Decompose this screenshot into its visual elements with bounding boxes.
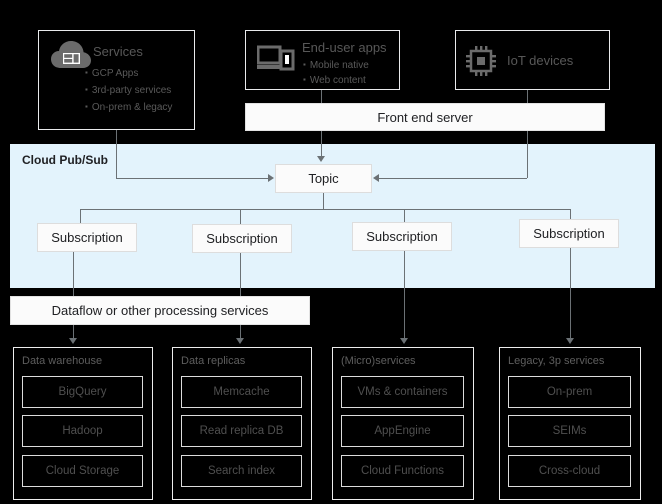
connector-right-to-topic (379, 178, 527, 179)
subscription-box-2[interactable]: Subscription (192, 224, 292, 253)
connector-services-right (116, 178, 268, 179)
connector-subscription1-to-dataflow (73, 252, 74, 296)
connector-topic-down (323, 193, 324, 209)
group-item-on-prem[interactable]: On-prem (508, 376, 631, 408)
group-item-cross-cloud[interactable]: Cross-cloud (508, 455, 631, 487)
group-title-data-warehouse: Data warehouse (22, 355, 103, 367)
source-bullet: Web content (303, 75, 366, 86)
source-title-end-user-apps: End-user apps (302, 40, 387, 55)
source-bullet: Mobile native (303, 60, 369, 71)
arrow-into-topic-right (373, 174, 379, 182)
group-title-data-replicas: Data replicas (181, 355, 246, 367)
connector-to-subscription-3 (404, 209, 405, 223)
cloud-services-icon (50, 40, 92, 72)
arrow-into-topic-top (317, 156, 325, 162)
group-item-seims[interactable]: SEIMs (508, 415, 631, 447)
subscription-box-3[interactable]: Subscription (352, 222, 452, 251)
group-item-search-index[interactable]: Search index (181, 455, 302, 487)
group-item-vms-containers[interactable]: VMs & containers (341, 376, 464, 408)
consumer-group-microservices[interactable] (332, 347, 474, 500)
group-title-legacy-3p-services: Legacy, 3p services (508, 355, 605, 367)
source-box-services[interactable] (38, 30, 195, 130)
subscription-box-4[interactable]: Subscription (519, 219, 619, 248)
connector-to-subscription-4 (570, 209, 571, 220)
connector-frontend-to-topic (321, 131, 322, 157)
group-item-memcache[interactable]: Memcache (181, 376, 302, 408)
group-item-cloud-functions[interactable]: Cloud Functions (341, 455, 464, 487)
dataflow-box[interactable]: Dataflow or other processing services (10, 296, 310, 325)
arrow-into-data-replicas (236, 338, 244, 344)
source-box-iot-devices[interactable] (455, 30, 610, 90)
subscription-box-1[interactable]: Subscription (37, 223, 137, 252)
source-title-services: Services (93, 44, 143, 59)
connector-right-down (527, 131, 528, 178)
source-box-end-user-apps[interactable] (245, 30, 400, 90)
arrow-into-legacy (566, 338, 574, 344)
group-item-cloud-storage[interactable]: Cloud Storage (22, 455, 143, 487)
group-item-hadoop[interactable]: Hadoop (22, 415, 143, 447)
connector-subscription2-to-dataflow (240, 253, 241, 296)
arrow-into-data-warehouse (69, 338, 77, 344)
group-title-microservices: (Micro)services (341, 355, 416, 367)
source-title-iot-devices: IoT devices (507, 53, 574, 68)
connector-iot-to-frontend (527, 90, 528, 103)
consumer-group-data-replicas[interactable] (172, 347, 312, 500)
group-item-appengine[interactable]: AppEngine (341, 415, 464, 447)
cloud-pubsub-label: Cloud Pub/Sub (22, 153, 108, 167)
group-item-bigquery[interactable]: BigQuery (22, 376, 143, 408)
front-end-server-box[interactable]: Front end server (245, 103, 605, 131)
arrow-into-microservices (400, 338, 408, 344)
connector-dataflow-to-data-replicas (240, 325, 241, 339)
connector-dataflow-to-data-warehouse (73, 325, 74, 339)
group-item-read-replica-db[interactable]: Read replica DB (181, 415, 302, 447)
arrow-into-topic-left (268, 174, 274, 182)
source-bullet: GCP Apps (85, 68, 139, 79)
connector-subscription3-to-microservices (404, 251, 405, 339)
connector-services-down (116, 130, 117, 178)
source-bullet: 3rd-party services (85, 85, 171, 96)
consumer-group-data-warehouse[interactable] (13, 347, 153, 500)
topic-box[interactable]: Topic (275, 164, 372, 193)
connector-subscription4-to-legacy (570, 248, 571, 339)
chip-icon (464, 44, 498, 78)
consumer-group-legacy-3p-services[interactable] (499, 347, 641, 500)
connector-to-subscription-1 (80, 209, 81, 223)
devices-icon (256, 44, 295, 74)
connector-fanout-bus (80, 209, 570, 210)
connector-enduser-to-frontend (321, 90, 322, 103)
connector-to-subscription-2 (240, 209, 241, 225)
source-bullet: On-prem & legacy (85, 102, 173, 113)
